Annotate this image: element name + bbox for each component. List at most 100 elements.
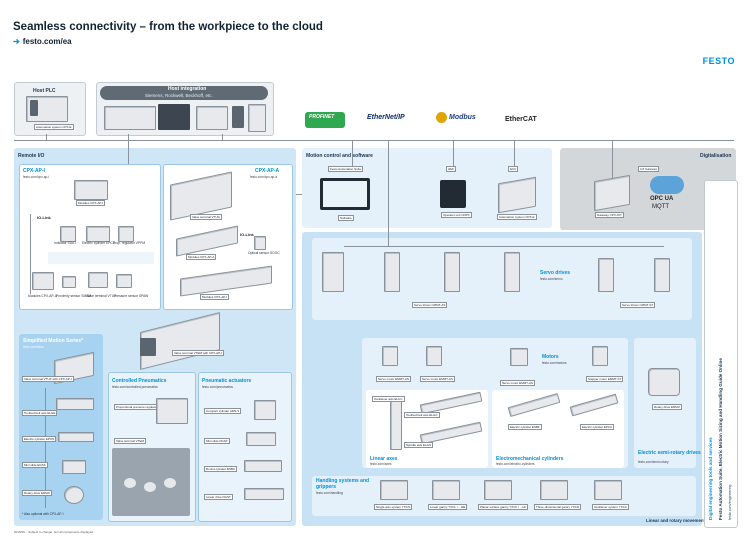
modules-cpx-ap-a-left bbox=[32, 272, 54, 290]
handling-yxcs bbox=[380, 480, 408, 500]
electromech-link[interactable]: festo.com/electric-cylinders bbox=[496, 462, 535, 466]
host-plc-module-3 bbox=[248, 104, 266, 132]
opc-ua-label: OPC UA bbox=[650, 196, 674, 202]
cantilever-axis bbox=[390, 398, 402, 450]
proximity-sensor-tag: Proximity sensor SMAM bbox=[56, 294, 92, 298]
linear-axes-link[interactable]: festo.com/axes bbox=[370, 462, 392, 466]
servo-drive-4 bbox=[504, 252, 520, 292]
controlled-workpiece-3 bbox=[164, 478, 176, 488]
profinet-label: PROFINET bbox=[309, 114, 335, 120]
ethernet-ip-logo: EtherNet/IP bbox=[367, 114, 405, 121]
sms-egss-tag: Mini slide EGSS bbox=[22, 462, 48, 468]
ecu-device-tag: Automation system CPX-E bbox=[497, 214, 537, 220]
servo-drive-2 bbox=[384, 252, 400, 292]
electromech-heading: Electromechanical cylinders bbox=[496, 456, 564, 462]
iolink-label-2: IO-Link bbox=[240, 232, 254, 237]
servo-drive-3 bbox=[444, 252, 460, 292]
modules-cpx-ap-a-left-tag: Modules CPX-AP-A bbox=[28, 294, 57, 298]
cpx-ap-a-link[interactable]: festo.com/cpx-ap-a bbox=[250, 175, 278, 179]
cloud-icon bbox=[650, 176, 684, 194]
host-integration-sub: Siemens, Rockwell, Beckhoff, etc. bbox=[145, 93, 213, 98]
prop-regulator-vppm bbox=[118, 226, 134, 242]
linear-rotary-heading: Linear and rotary movements bbox=[646, 518, 708, 523]
handling-tag-2: Linear gantry YXCL / ...HE bbox=[428, 504, 468, 510]
cyl-tag-1: Electric cylinder ESBF bbox=[508, 424, 542, 430]
motor-3 bbox=[510, 348, 528, 366]
servo-drives-link[interactable]: festo.com/servo bbox=[540, 277, 563, 281]
host-plc-heading: Host PLC bbox=[33, 88, 56, 94]
modules-cpx-ap-i-tag: Modules CPX-AP-I bbox=[76, 200, 106, 206]
handling-heading: Handling systems and bbox=[316, 478, 370, 484]
controlled-pneumatics-link[interactable]: festo.com/controlled-pneumatics bbox=[112, 385, 158, 389]
motor-2 bbox=[426, 346, 442, 366]
simplified-motion-link[interactable]: festo.com/sms bbox=[23, 345, 44, 349]
handling-link[interactable]: festo.com/handling bbox=[316, 491, 343, 495]
host-integration-heading: Host integration bbox=[168, 86, 207, 92]
servo-drive-st-2 bbox=[654, 258, 670, 292]
motors-link[interactable]: festo.com/motors bbox=[542, 361, 567, 365]
handling-heading-2: grippers bbox=[316, 484, 337, 490]
cpx-ap-a-heading: CPX-AP-A bbox=[255, 168, 280, 174]
optical-sensor-sooc bbox=[254, 236, 266, 250]
host-plc-tag: Automation system CPX-E bbox=[34, 124, 74, 130]
handling-yxcr bbox=[540, 480, 568, 500]
controlled-pneumatics-heading: Controlled Pneumatics bbox=[112, 378, 167, 384]
rotary-drive-ermo bbox=[648, 368, 680, 396]
electric-cylinder-epcs bbox=[86, 226, 110, 242]
motor-tag-3: Servo motor EMMT-AS bbox=[500, 380, 535, 386]
electric-cylinder-epcs-tag: Electric cylinder EPCS bbox=[82, 241, 115, 245]
connector-host-2 bbox=[222, 134, 223, 140]
festo-automation-suite-tag: Festo Automation Suite bbox=[328, 166, 364, 172]
optical-sensor-tag: Optical sensor SOOC bbox=[248, 251, 280, 255]
iot-gateway-device bbox=[594, 174, 630, 212]
pneumatic-adn-tag: Compact cylinder ADN-S bbox=[204, 408, 242, 414]
hmi-tag: HMI bbox=[446, 166, 456, 172]
sms-epcs bbox=[58, 432, 94, 442]
pneumatic-dsbc-device bbox=[244, 460, 282, 472]
sms-erms-tag: Rotary drive ERMS bbox=[22, 490, 52, 496]
line-servo-bus bbox=[388, 140, 389, 246]
servo-cmmt-as-tag: Servo drives CMMT-AS bbox=[412, 302, 448, 308]
pressure-sensor-spaw bbox=[116, 274, 132, 288]
cpx-ap-i-link[interactable]: festo.com/cpx-ap-i bbox=[23, 175, 50, 179]
note-box bbox=[48, 252, 154, 264]
profinet-logo bbox=[305, 112, 345, 128]
motor-1 bbox=[382, 346, 398, 366]
servo-cmmt-st-tag: Servo drives CMMT-ST bbox=[620, 302, 656, 308]
prop-regulator-vppm-tag: Prop. regulator VPPM bbox=[113, 241, 146, 245]
servo-bus-line bbox=[344, 246, 664, 248]
indicator-sdat-tag: Indicator SDAT bbox=[54, 241, 77, 245]
center-valve-tag: Valve terminal VTEM with CPX-AP-I bbox=[172, 350, 224, 356]
pneumatic-adn-device bbox=[254, 400, 276, 420]
website-link[interactable]: ➔festo.com/ea bbox=[13, 37, 72, 46]
digital-tools-vertical-text: Festo Automation Suite, Electric Motion … bbox=[718, 358, 723, 520]
semi-rotary-link[interactable]: festo.com/semi-rotary bbox=[638, 460, 669, 464]
indicator-sdat bbox=[60, 226, 76, 242]
servo-drive-st-1 bbox=[598, 258, 614, 292]
gateway-cpx-iot-tag: Gateway CPX-IOT bbox=[595, 212, 624, 218]
iolink-line-1 bbox=[30, 214, 31, 294]
handling-tag-3: Planar surface gantry YXCF / ...HF bbox=[478, 504, 529, 510]
footer-note: 2019/06 – Subject to change. Not all com… bbox=[14, 530, 94, 534]
host-plc-module-2 bbox=[232, 106, 244, 128]
software-screen bbox=[323, 181, 367, 207]
semi-rotary-panel bbox=[634, 338, 696, 468]
digital-tools-vertical-link[interactable]: festo.com/engineering bbox=[728, 484, 732, 520]
line-software bbox=[352, 140, 353, 166]
arrow-right-icon: ➔ bbox=[13, 37, 20, 46]
connector-host-1 bbox=[128, 134, 129, 140]
software-tag: Software bbox=[338, 215, 354, 221]
valve-terminal-small-tag: Valve terminal VTUX bbox=[86, 294, 117, 298]
axis-tag-3: Spindle axis ELGS bbox=[404, 442, 434, 448]
remote-io-heading: Remote I/O bbox=[18, 153, 45, 159]
center-valve-module bbox=[140, 338, 156, 356]
pneumatic-actuators-link[interactable]: festo.com/pneumatics bbox=[202, 385, 234, 389]
line-iot bbox=[612, 140, 613, 178]
proximity-sensor-smam bbox=[62, 276, 76, 288]
handling-yxcf bbox=[484, 480, 512, 500]
motors-heading: Motors bbox=[542, 354, 559, 360]
simplified-motion-heading: Simplified Motion Series* bbox=[23, 338, 84, 344]
sms-epcs-tag: Electric cylinder EPCS bbox=[22, 436, 57, 442]
line-ecu bbox=[514, 140, 515, 166]
remote-io-drop bbox=[128, 140, 129, 164]
